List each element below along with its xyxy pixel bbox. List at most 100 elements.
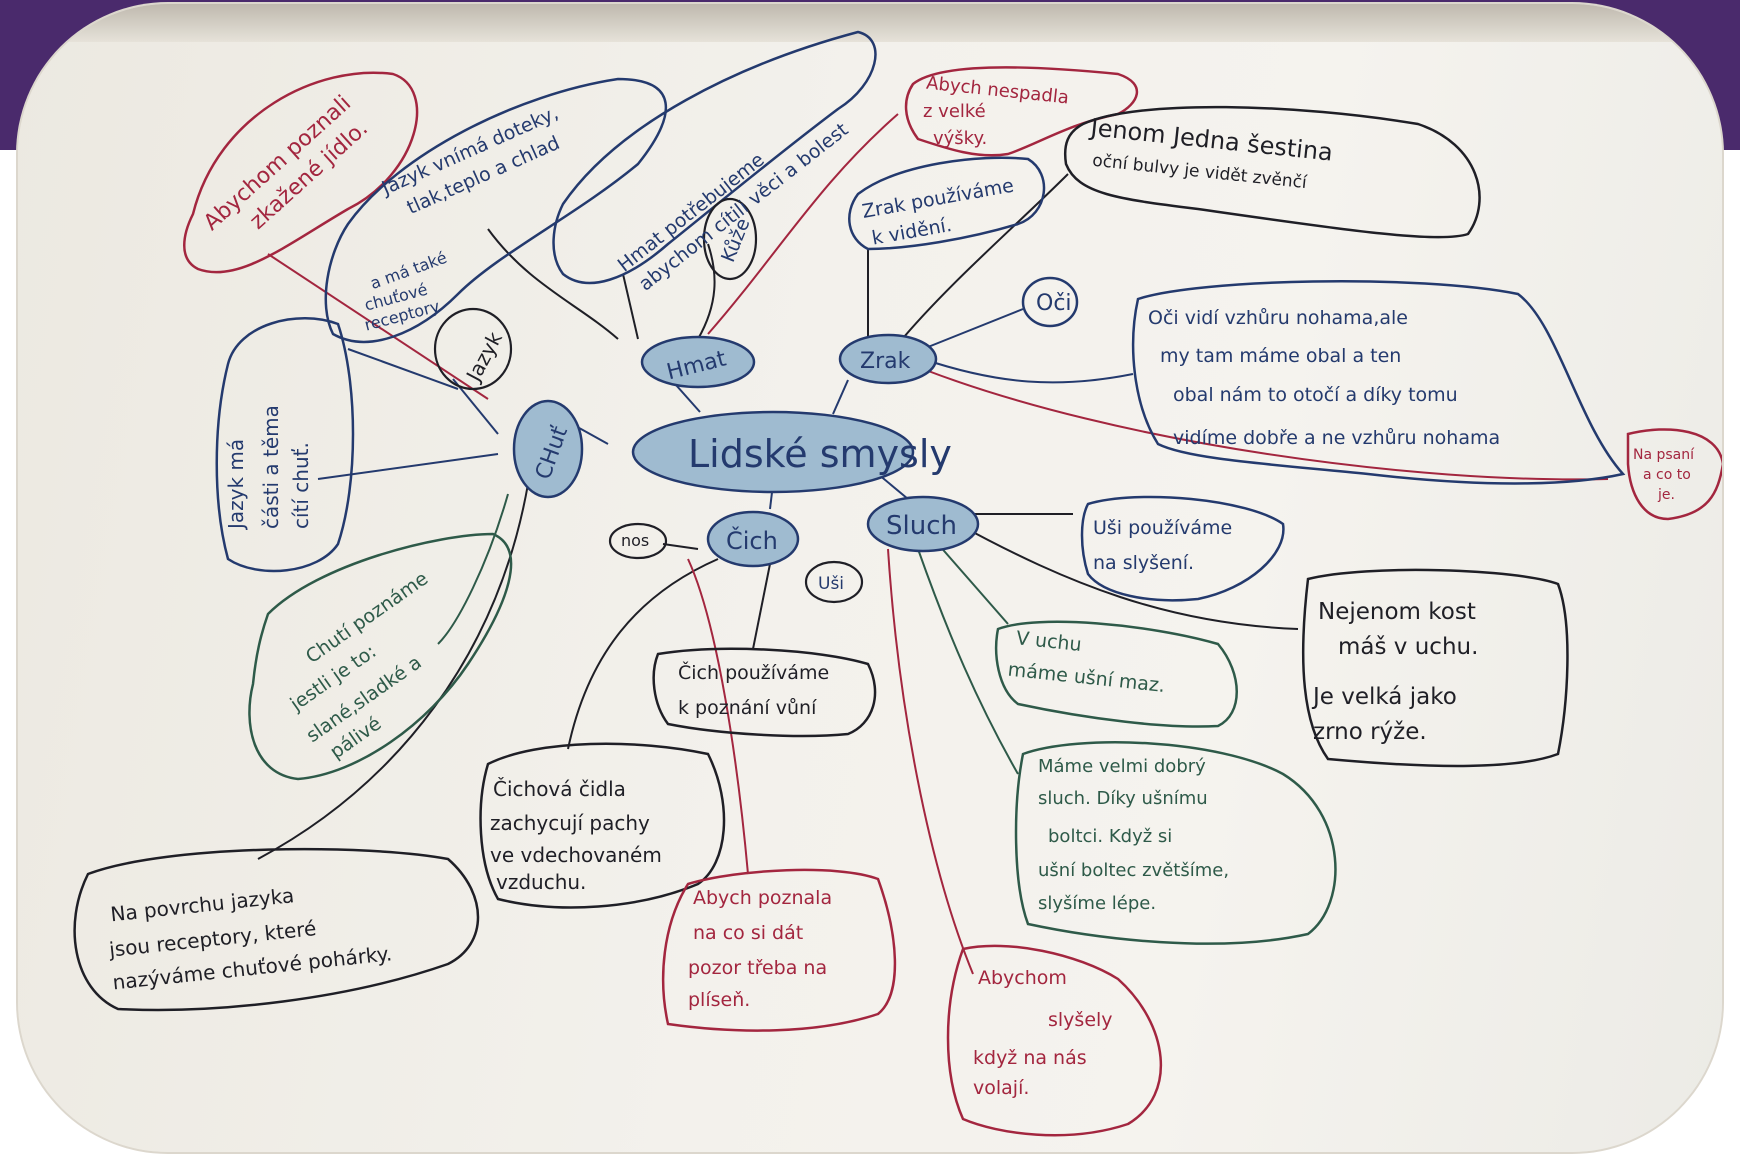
chut-sense-bubble — [512, 399, 584, 499]
svg-text:boltci. Když si: boltci. Když si — [1048, 826, 1172, 847]
small-bubbles — [433, 197, 864, 604]
note-kost: Nejenom kost máš v uchu. Je velká jako z… — [1311, 599, 1478, 745]
svg-text:máš v uchu.: máš v uchu. — [1338, 634, 1478, 660]
cichova-bubble — [479, 742, 726, 909]
svg-text:slyšíme lépe.: slyšíme lépe. — [1038, 893, 1156, 914]
na-psani-bubble — [1626, 428, 1722, 521]
note-chut-red: Abychom poznali zkažené jídlo. — [199, 91, 373, 236]
svg-text:slyšely: slyšely — [1048, 1009, 1113, 1031]
svg-text:my tam máme obal a ten: my tam máme obal a ten — [1160, 345, 1401, 367]
svg-text:Máme velmi dobrý: Máme velmi dobrý — [1038, 756, 1206, 777]
sense-bubbles — [512, 333, 980, 568]
hmat-bubble — [552, 30, 877, 285]
note-usi: Uši používáme na slyšení. — [1093, 517, 1232, 574]
note-abychom-slyseli: Abychom slyšely když na nás volají. — [973, 967, 1113, 1099]
mind-map-photo: Lidské smysly Hmat Zrak CHuť Čich Sluch … — [18, 4, 1722, 1152]
svg-text:cítí chuť.: cítí chuť. — [289, 442, 313, 529]
cich-sense-bubble — [706, 510, 800, 568]
svg-text:Jazyk má: Jazyk má — [224, 439, 248, 531]
svg-text:plíseň.: plíseň. — [688, 989, 750, 1011]
svg-text:je.: je. — [1657, 487, 1675, 503]
svg-text:Čichová čidla: Čichová čidla — [493, 777, 626, 801]
svg-text:když na nás: když na nás — [973, 1047, 1087, 1069]
svg-text:volají.: volají. — [973, 1077, 1029, 1099]
svg-text:na slyšení.: na slyšení. — [1093, 552, 1194, 574]
sense-sluch: Sluch — [886, 511, 957, 541]
sense-cich: Čich — [726, 525, 778, 555]
note-plisen: Abych poznala na co si dát pozor třeba n… — [688, 887, 832, 1011]
sestina-bubble — [1064, 105, 1481, 239]
svg-text:Oči vidí vzhůru nohama,ale: Oči vidí vzhůru nohama,ale — [1148, 307, 1408, 329]
svg-text:vidíme dobře a ne vzhůru noham: vidíme dobře a ne vzhůru nohama — [1173, 427, 1500, 449]
svg-text:z velké: z velké — [923, 101, 986, 122]
cich-blue-bubble — [652, 647, 877, 738]
svg-text:k poznání vůní: k poznání vůní — [678, 697, 817, 719]
jazyk-bubble — [433, 307, 513, 391]
note-v-uchu: V uchu máme ušní maz. — [1007, 627, 1166, 697]
oci-vidi-bubble — [1131, 280, 1626, 485]
sluch-sense-bubble — [866, 495, 980, 553]
svg-text:ve vdechovaném: ve vdechovaném — [490, 843, 662, 867]
note-na-psani: Na psaní a co to je. — [1633, 447, 1695, 503]
note-chuti-green: Chutí poznáme jestli je to: slané,sladké… — [286, 568, 433, 764]
note-jazyk-vnima-small: a má také chuťové receptory — [362, 248, 449, 335]
svg-text:ušní boltec zvětšíme,: ušní boltec zvětšíme, — [1038, 860, 1229, 881]
note-cich: Čich používáme k poznání vůní — [678, 660, 829, 719]
kost-bubble — [1301, 568, 1569, 768]
oci-bubble — [1021, 276, 1079, 328]
chut-red-bubble — [183, 71, 419, 274]
svg-text:abychom cítili věci a bolest: abychom cítili věci a bolest — [635, 119, 853, 296]
note-sestina: Jenom Jedna šestina oční bulvy je vidět … — [1087, 113, 1334, 193]
svg-text:máme ušní maz.: máme ušní maz. — [1007, 659, 1166, 697]
note-bubbles — [73, 30, 1722, 1137]
svg-text:V uchu: V uchu — [1015, 627, 1083, 656]
zrak-blue-bubble — [848, 156, 1046, 251]
usi-bubble — [804, 560, 864, 604]
jazyk-ma-bubble — [215, 317, 355, 573]
svg-text:Nejenom kost: Nejenom kost — [1318, 599, 1476, 625]
note-oci-vidi: Oči vidí vzhůru nohama,ale my tam máme o… — [1148, 307, 1500, 449]
svg-text:vzduchu.: vzduchu. — [496, 870, 586, 894]
note-jazyk-vnima: Jazyk vnímá doteky, tlak,teplo a chlad — [378, 102, 563, 219]
svg-text:na co si dát: na co si dát — [693, 922, 803, 944]
abychom-slyseli-bubble — [946, 944, 1163, 1137]
svg-text:Čich používáme: Čich používáme — [678, 660, 829, 684]
center-bubble — [631, 410, 915, 494]
hmat-sense-bubble — [640, 335, 756, 389]
svg-text:části a těma: části a těma — [259, 405, 283, 529]
usi-blue-bubble — [1080, 495, 1285, 602]
v-uchu-bubble — [994, 620, 1238, 728]
svg-text:obal nám to otočí a díky tomu: obal nám to otočí a díky tomu — [1173, 384, 1458, 406]
povrch-bubble — [73, 847, 480, 1012]
svg-text:a co to: a co to — [1643, 467, 1691, 483]
svg-text:sluch. Díky ušnímu: sluch. Díky ušnímu — [1038, 788, 1208, 809]
jazyk-vnima-bubble — [324, 77, 668, 343]
center-title: Lidské smysly — [688, 432, 952, 476]
kuze-bubble — [702, 197, 758, 281]
svg-text:zachycují pachy: zachycují pachy — [490, 811, 650, 835]
note-slusny: Máme velmi dobrý sluch. Díky ušnímu bolt… — [1038, 756, 1229, 914]
note-cichova: Čichová čidla zachycují pachy ve vdechov… — [490, 777, 662, 894]
plisen-bubble — [661, 868, 897, 1032]
note-jazyk-ma: Jazyk má části a těma cítí chuť. — [224, 405, 313, 531]
chuti-green-bubble — [248, 532, 513, 781]
connector-lines — [257, 113, 1609, 975]
label-nos: nos — [621, 531, 649, 550]
svg-text:Abychom: Abychom — [978, 967, 1067, 989]
sense-zrak: Zrak — [860, 349, 911, 374]
svg-text:Na povrchu jazyka: Na povrchu jazyka — [109, 883, 295, 926]
desk-edge — [18, 4, 1722, 42]
note-povrch: Na povrchu jazyka jsou receptory, které … — [107, 883, 393, 994]
svg-text:zrno rýže.: zrno rýže. — [1313, 719, 1427, 745]
nos-bubble — [608, 522, 668, 560]
svg-text:Na psaní: Na psaní — [1633, 447, 1695, 463]
paper-sheet — [18, 4, 1722, 1152]
label-usi: Uši — [818, 574, 844, 594]
slusny-bubble — [1014, 741, 1337, 945]
svg-text:Je velká jako: Je velká jako — [1311, 684, 1457, 710]
svg-text:výšky.: výšky. — [933, 128, 987, 149]
svg-text:pozor třeba na: pozor třeba na — [688, 957, 827, 979]
zrak-sense-bubble — [838, 333, 938, 385]
svg-text:Uši používáme: Uši používáme — [1093, 517, 1232, 539]
label-oci: Oči — [1036, 291, 1072, 316]
